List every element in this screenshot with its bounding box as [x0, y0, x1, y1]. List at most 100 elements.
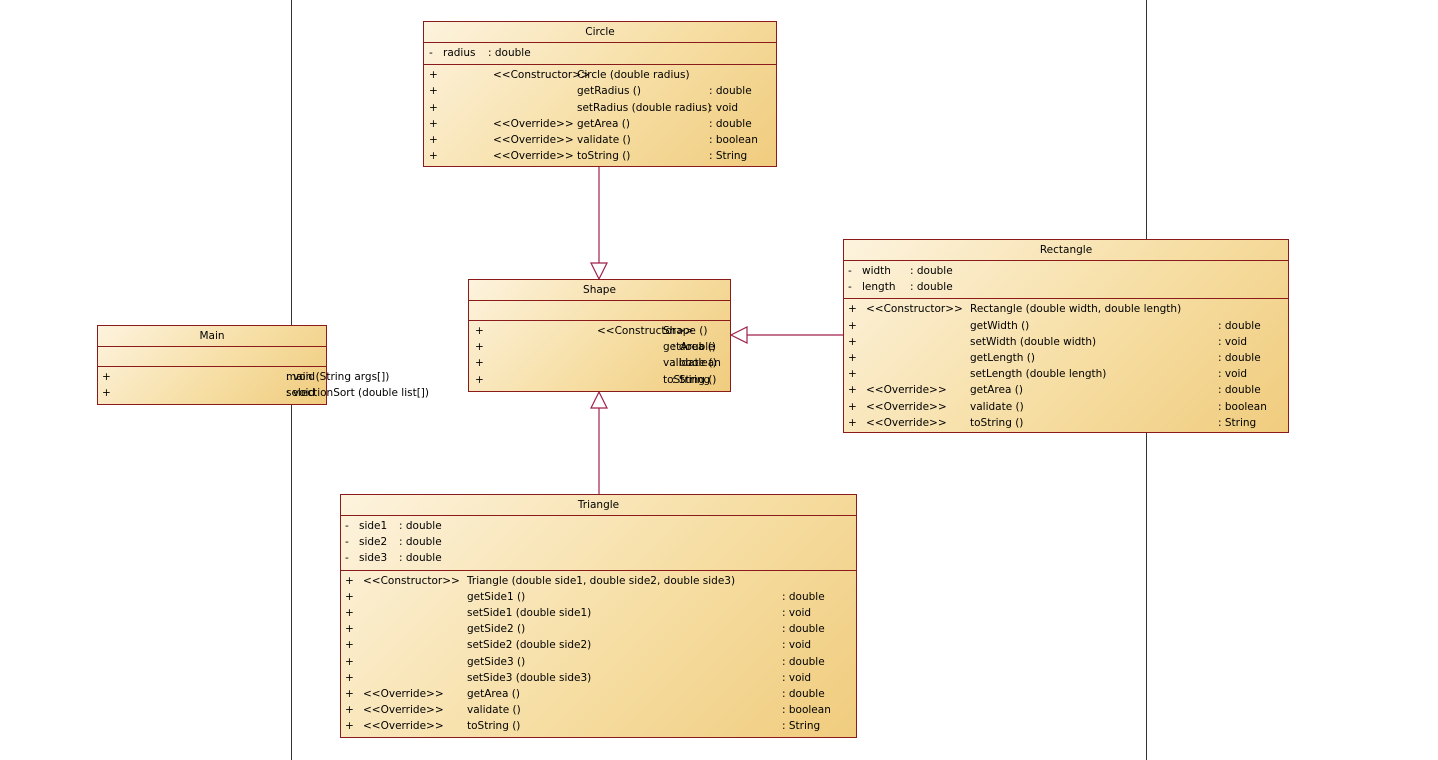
visibility-marker: + [102, 371, 111, 383]
visibility-marker: + [429, 101, 438, 114]
operation-signature: setLength (double length) [970, 368, 1107, 381]
visibility-marker: + [429, 85, 438, 98]
visibility-marker: - [848, 281, 852, 294]
operation-row[interactable]: +getSide3 (): double [341, 654, 856, 670]
operation-row[interactable]: +getArea (): double [469, 339, 730, 355]
return-type: : boolean [1218, 400, 1267, 413]
stereotype-label: <<Constructor>> [363, 574, 460, 587]
operation-row[interactable]: +setLength (double length): void [844, 366, 1288, 382]
operation-row[interactable]: +<<Override>>validate (): boolean [341, 702, 856, 718]
operation-signature: toString () [970, 416, 1024, 429]
operation-row[interactable]: +<<Override>>getArea (): double [844, 382, 1288, 398]
operation-row[interactable]: +main (String args[]): void [98, 369, 389, 385]
attribute-row[interactable]: -radius: double [424, 45, 776, 61]
operation-row[interactable]: +<<Constructor>>Shape () [469, 323, 730, 339]
attribute-row[interactable]: -length: double [844, 279, 1288, 295]
operation-row[interactable]: +validate (): boolean [469, 355, 730, 371]
operation-signature: toString () [577, 150, 631, 163]
rectangle-to-shape-arrowhead [729, 326, 748, 344]
operation-row[interactable]: +<<Constructor>>Triangle (double side1, … [341, 573, 856, 589]
class-rectangle[interactable]: Rectangle-width: double-length: double+<… [843, 239, 1289, 433]
class-name: Circle [424, 22, 776, 43]
class-name: Main [98, 326, 326, 347]
operations-compartment: +<<Constructor>>Circle (double radius)+g… [424, 65, 776, 167]
operation-row[interactable]: +setWidth (double width): void [844, 334, 1288, 350]
operation-row[interactable]: +<<Override>>getArea (): double [341, 686, 856, 702]
attribute-row[interactable]: -width : double [844, 263, 1288, 279]
class-name: Rectangle [844, 240, 1288, 261]
operation-signature: setSide1 (double side1) [467, 606, 592, 619]
operation-row[interactable]: +<<Override>>toString (): String [424, 148, 776, 164]
operation-signature: Rectangle (double width, double length) [970, 303, 1182, 316]
visibility-marker: + [345, 590, 354, 603]
visibility-marker: + [848, 335, 857, 348]
operation-row[interactable]: +<<Constructor>>Rectangle (double width,… [844, 301, 1288, 317]
operation-signature: validate () [467, 704, 521, 717]
class-name: Triangle [341, 495, 856, 516]
operation-signature: getWidth () [970, 319, 1030, 332]
attribute-row[interactable]: -side1: double [341, 518, 856, 534]
operation-row[interactable]: +getWidth (): double [844, 318, 1288, 334]
visibility-marker: + [345, 671, 354, 684]
operation-row[interactable]: +<<Override>>toString (): String [341, 718, 856, 734]
class-circle[interactable]: Circle -radius: double +<<Constructor>>Cir… [423, 21, 777, 167]
visibility-marker: + [429, 133, 438, 146]
visibility-marker: + [429, 150, 438, 163]
attribute-row[interactable]: -side2: double [341, 534, 856, 550]
visibility-marker: + [848, 384, 857, 397]
visibility-marker: - [429, 47, 433, 59]
return-type: : void [782, 671, 812, 684]
operation-row[interactable]: +setRadius (double radius): void [424, 100, 776, 116]
visibility-marker: - [848, 265, 852, 277]
operation-row[interactable]: +<<Override>>getArea (): double [424, 116, 776, 132]
return-type: : void [782, 606, 812, 619]
class-shape[interactable]: Shape+<<Constructor>>Shape ()+getArea ()… [468, 279, 731, 392]
operation-row[interactable]: +getLength (): double [844, 350, 1288, 366]
visibility-marker: + [848, 303, 857, 316]
operation-row[interactable]: +getSide2 (): double [341, 621, 856, 637]
visibility-marker: + [345, 606, 354, 619]
operation-row[interactable]: +<<Override>>validate (): boolean [424, 132, 776, 148]
operation-signature: validate () [663, 357, 717, 370]
visibility-marker: + [475, 325, 484, 337]
return-type: : double [1218, 319, 1261, 332]
operation-row[interactable]: +selectionSort (double list[]): void [98, 385, 429, 401]
visibility-marker: + [345, 655, 354, 668]
stereotype-label: <<Override>> [866, 416, 947, 429]
operation-row[interactable]: + setSide1 (double side1) : void [341, 605, 856, 621]
operation-row[interactable]: +toString (): String [469, 372, 730, 388]
attribute-name: length [862, 281, 896, 294]
return-type: : double [782, 590, 825, 603]
visibility-marker: - [345, 536, 349, 549]
operation-row[interactable]: +setSide2 (double side2): void [341, 637, 856, 653]
operation-row[interactable]: +<<Constructor>>Circle (double radius) [424, 67, 776, 83]
return-type: : double [782, 687, 825, 700]
operation-signature: setRadius (double radius) [577, 101, 712, 114]
operation-row[interactable]: +getSide1 (): double [341, 589, 856, 605]
operation-row[interactable]: +<<Override>>toString (): String [844, 415, 1288, 431]
operation-signature: validate () [577, 133, 631, 146]
operation-signature: getSide3 () [467, 655, 526, 668]
attribute-type: : double [399, 536, 442, 549]
operations-compartment: +<<Constructor>>Rectangle (double width,… [844, 299, 1288, 434]
return-type: : double [709, 85, 752, 98]
operation-row[interactable]: +<<Override>>validate (): boolean [844, 399, 1288, 415]
attribute-row[interactable]: -side3: double [341, 550, 856, 566]
attribute-type: : double [910, 265, 953, 277]
class-triangle[interactable]: Triangle -side1: double-side2: double-sid… [340, 494, 857, 738]
return-type: : String [709, 150, 748, 163]
stereotype-label: <<Constructor>> [493, 69, 590, 82]
class-main[interactable]: Main +main (String args[]): void+selectio… [97, 325, 429, 405]
stereotype-label: <<Override>> [866, 384, 947, 397]
return-type: : String [672, 373, 711, 386]
return-type: : double [782, 623, 825, 636]
attributes-compartment: -width : double -length: double [844, 261, 1288, 300]
return-type: : String [782, 720, 821, 733]
stereotype-label: <<Constructor>> [597, 325, 694, 337]
operation-row[interactable]: +setSide3 (double side3): void [341, 670, 856, 686]
stereotype-label: <<Override>> [363, 687, 444, 700]
visibility-marker: + [345, 704, 354, 717]
return-type: : void [782, 639, 812, 652]
operation-row[interactable]: +getRadius (): double [424, 83, 776, 99]
attribute-name: width [862, 265, 891, 277]
